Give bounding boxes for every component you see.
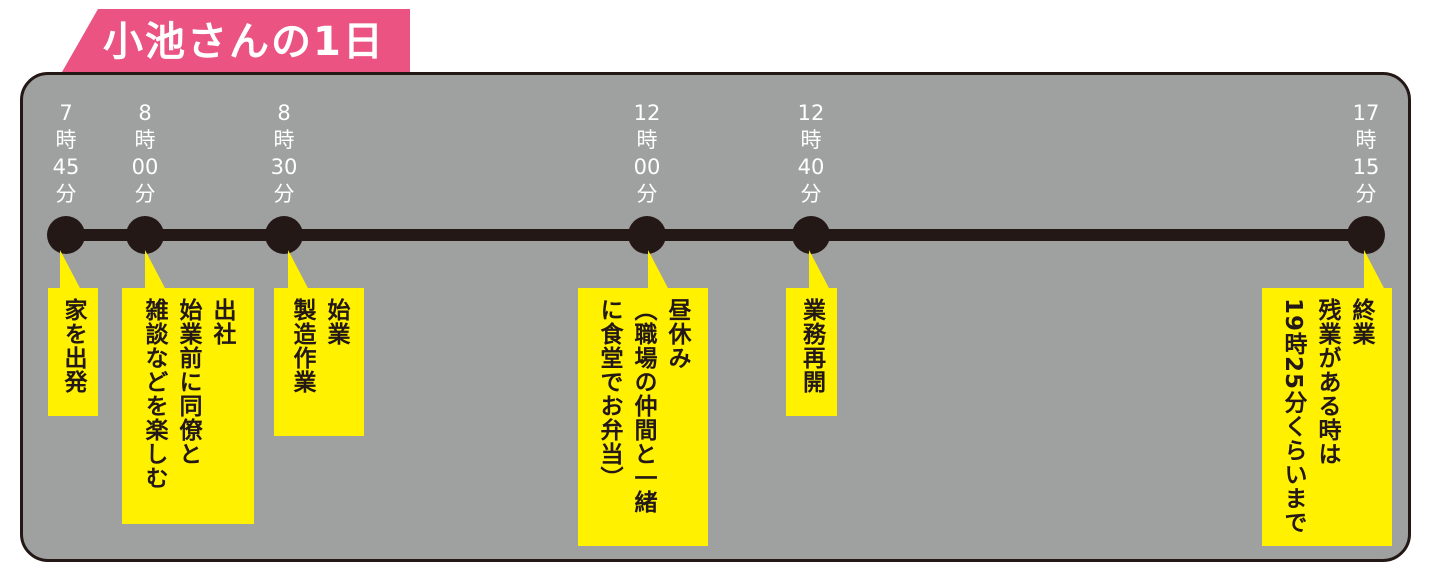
timeline-dot bbox=[792, 216, 830, 254]
note-line: 出社 bbox=[209, 298, 235, 346]
event-note: 始業 製造作業 bbox=[274, 288, 364, 436]
note-line: 昼休み bbox=[664, 298, 690, 370]
timeline-dot bbox=[628, 216, 666, 254]
note-line: 業務再開 bbox=[798, 298, 825, 394]
timeline-dot bbox=[265, 216, 303, 254]
timeline-line bbox=[66, 229, 1367, 241]
event-note: 家を出発 bbox=[48, 288, 98, 416]
note-line: 19時25分くらいまで bbox=[1280, 298, 1306, 535]
note-line: 始業前に同僚と bbox=[175, 298, 201, 466]
note-line: 残業がある時は bbox=[1314, 298, 1340, 466]
timeline-dot bbox=[126, 216, 164, 254]
event-note: 昼休み （職場の仲間と一緒 に食堂でお弁当） bbox=[578, 288, 708, 546]
timeline-dot bbox=[1347, 216, 1385, 254]
note-line: 終業 bbox=[1348, 298, 1374, 346]
page-title: 小池さんの1日 bbox=[103, 19, 385, 65]
title-tab bbox=[58, 9, 410, 79]
event-note: 出社 始業前に同僚と 雑談などを楽しむ bbox=[122, 288, 254, 524]
event-note: 終業 残業がある時は 19時25分くらいまで bbox=[1262, 288, 1392, 546]
note-line: に食堂でお弁当） bbox=[596, 298, 622, 490]
timeline-dot bbox=[47, 216, 85, 254]
note-line: 雑談などを楽しむ bbox=[141, 298, 167, 490]
note-line: 家を出発 bbox=[60, 298, 86, 394]
note-line: 始業 bbox=[323, 298, 349, 346]
note-line: 製造作業 bbox=[289, 298, 315, 394]
event-note: 業務再開 bbox=[786, 288, 837, 416]
note-line: （職場の仲間と一緒 bbox=[630, 298, 656, 514]
